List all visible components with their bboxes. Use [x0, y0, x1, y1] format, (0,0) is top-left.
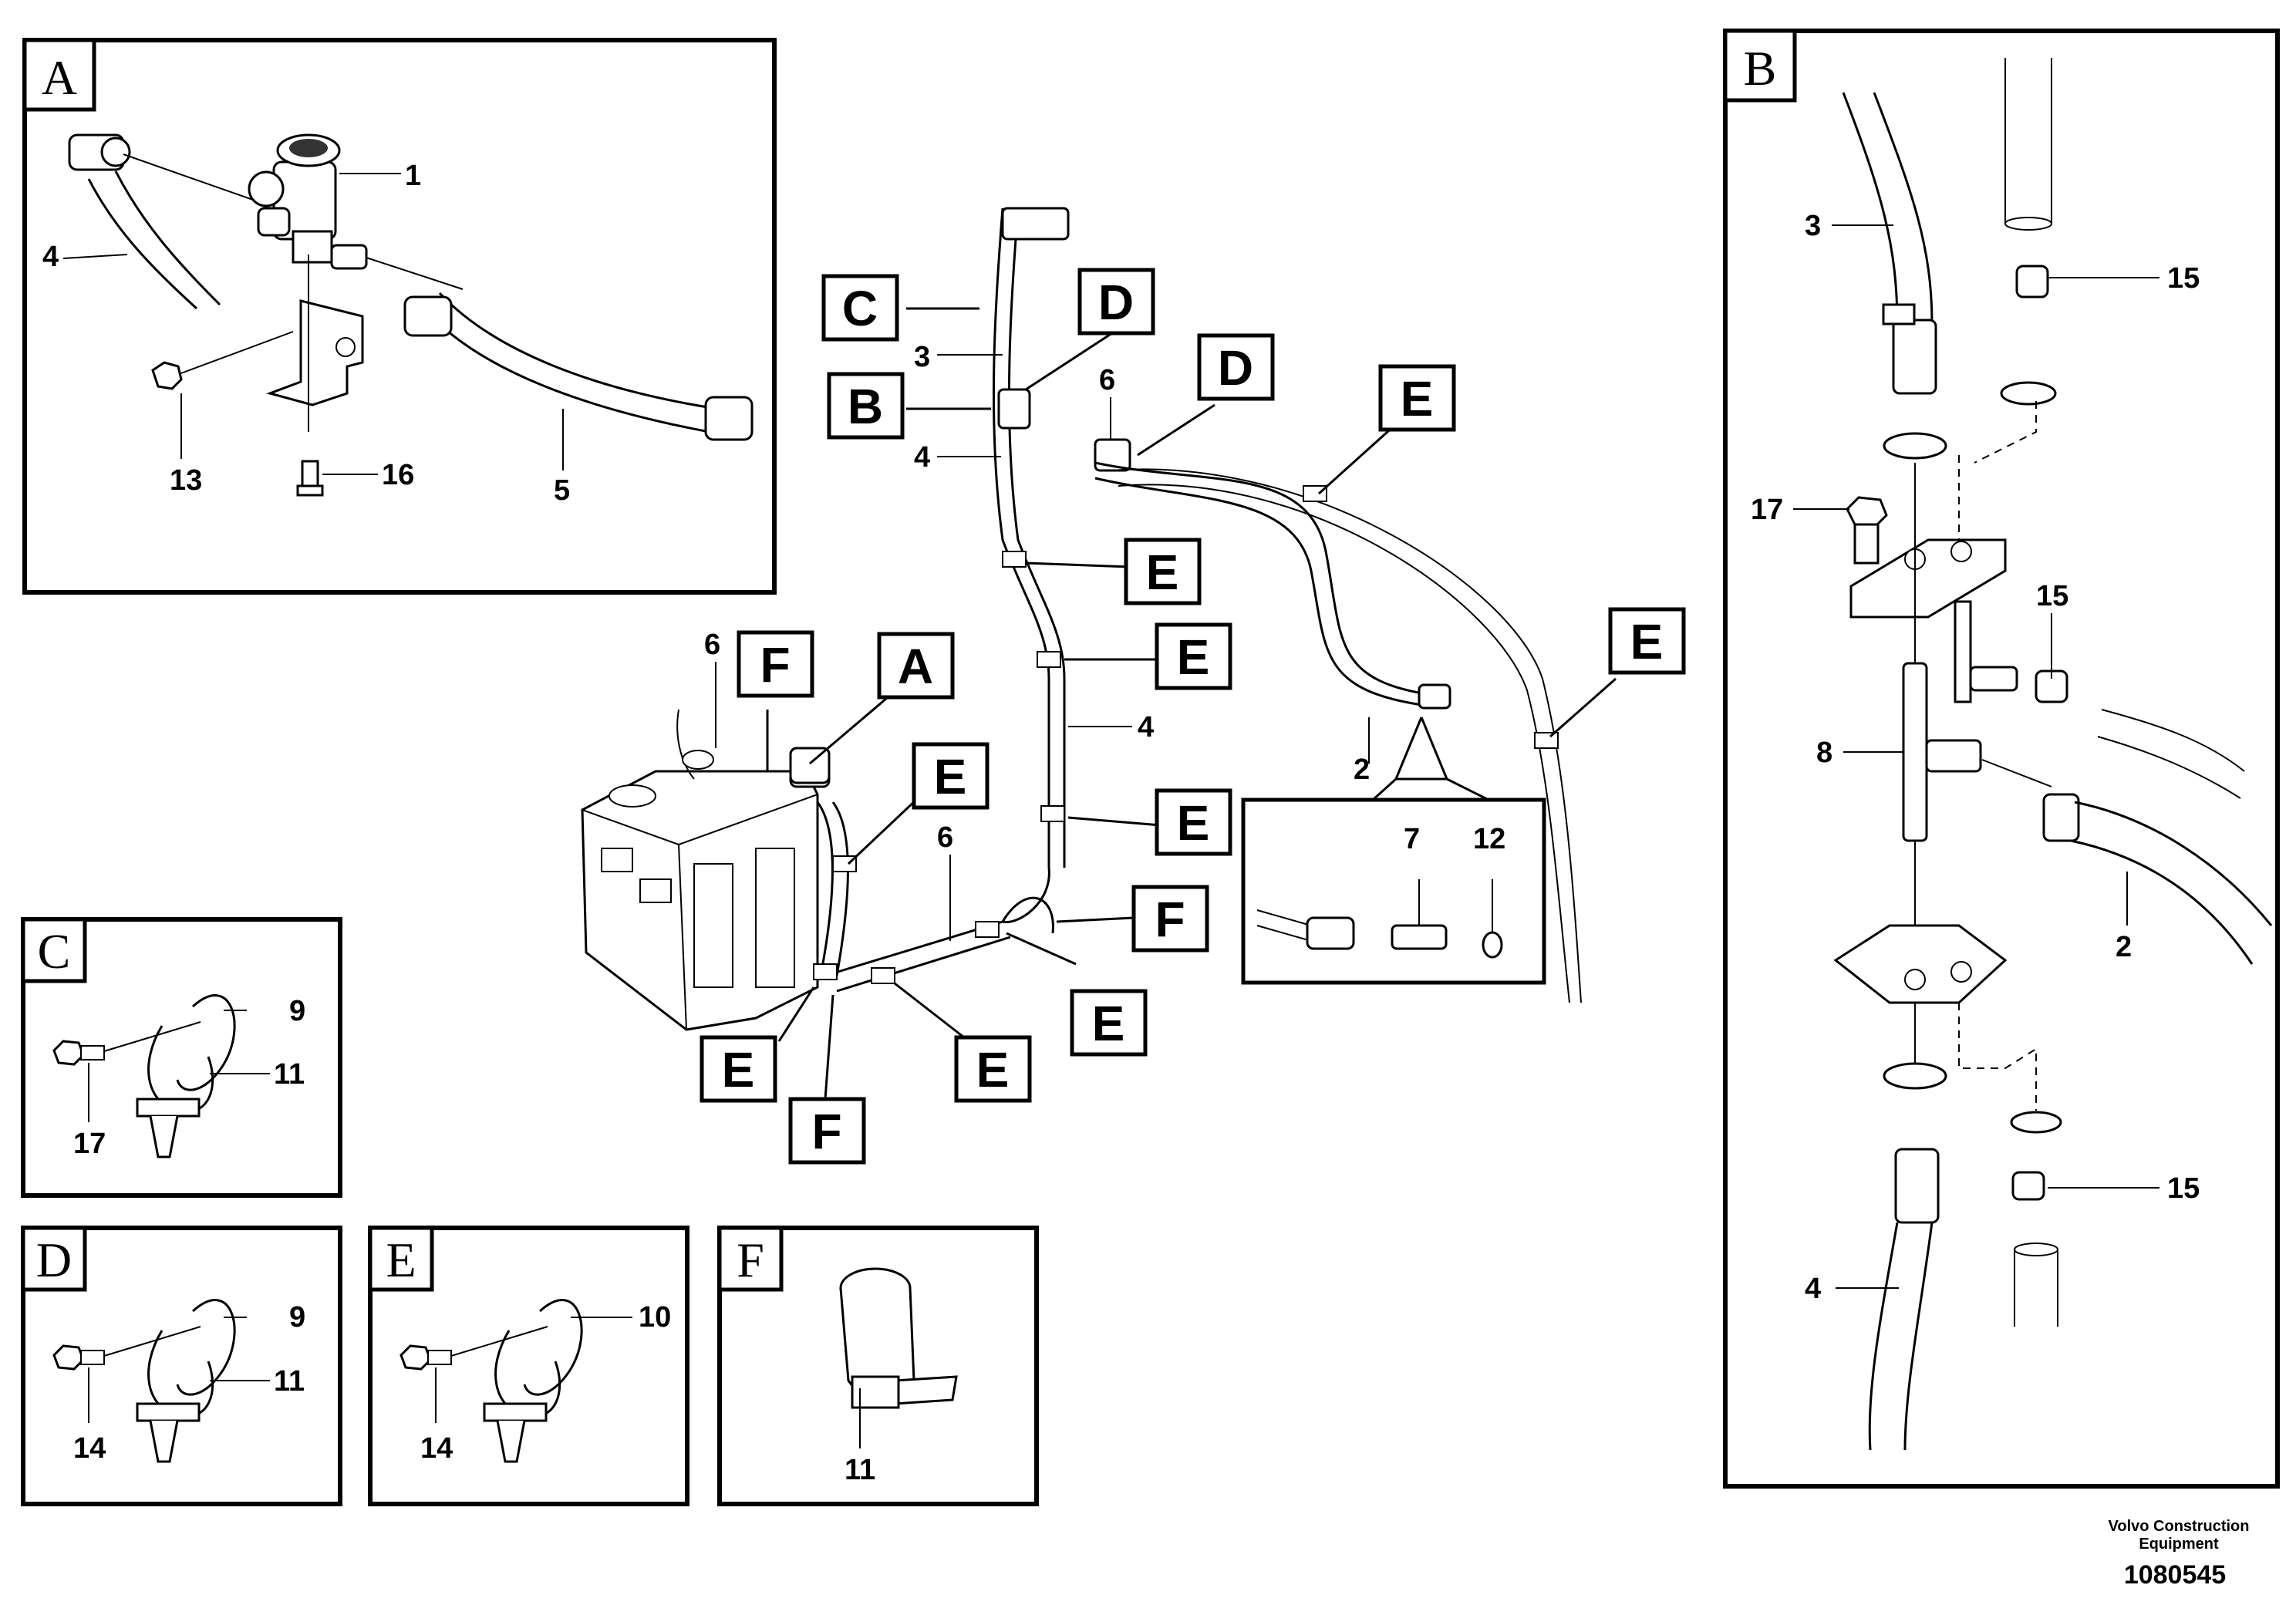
- detail-e-label: E: [386, 1233, 416, 1287]
- callout-f-2: F: [1131, 885, 1209, 953]
- callout-a-text: A: [898, 639, 933, 694]
- main-part-4-top: 4: [914, 441, 930, 474]
- callout-e-10: E: [0, 0, 33, 11]
- detail-b-panel: B: [1723, 29, 2280, 1489]
- callout-e-4-text: E: [1630, 614, 1664, 669]
- callout-d-upper: D: [1077, 268, 1155, 336]
- detail-f-part-11: 11: [845, 1454, 875, 1486]
- callout-e-8: E: [954, 1035, 1032, 1103]
- callout-e-5-text: E: [1177, 795, 1210, 851]
- callout-c-text: C: [842, 281, 878, 336]
- callout-d-upper-text: D: [1098, 275, 1134, 330]
- detail-a-panel: A 1: [22, 38, 777, 595]
- detail-b-part-17: 17: [1751, 494, 1783, 526]
- detail-d-part-11: 11: [274, 1365, 305, 1398]
- detail-d-part-9: 9: [289, 1301, 305, 1334]
- callout-b-text: B: [848, 379, 883, 434]
- footer-drawing-number: 1080545: [2124, 1560, 2226, 1590]
- detail-a-label: A: [42, 50, 77, 105]
- main-part-7: 7: [1404, 823, 1420, 855]
- callout-f-3-text: F: [811, 1104, 841, 1159]
- callout-c: C: [821, 274, 899, 342]
- callout-e-2-text: E: [1146, 545, 1179, 600]
- callout-e-1-text: E: [1401, 371, 1434, 427]
- detail-e-panel: E 10 14: [368, 1226, 689, 1506]
- callout-e-9: E: [700, 1035, 777, 1103]
- main-part-6-low: 6: [937, 821, 953, 854]
- detail-b-part-15-mid: 15: [2036, 580, 2068, 612]
- callout-d-lower-text: D: [1218, 340, 1253, 396]
- callout-f-2-text: F: [1155, 892, 1185, 947]
- main-part-6-left: 6: [704, 629, 720, 661]
- footer-company-line1: Volvo Construction: [2109, 1518, 2250, 1535]
- detail-b-part-2: 2: [2116, 931, 2132, 963]
- callout-e-3-text: E: [1177, 629, 1210, 685]
- footer: Volvo Construction Equipment 1080545: [2109, 1518, 2250, 1590]
- callout-e-6-text: E: [934, 749, 967, 804]
- detail-a-part-4: 4: [42, 241, 59, 273]
- detail-d-panel: D 9 11 14: [21, 1226, 342, 1506]
- callout-f-1: F: [737, 630, 814, 698]
- detail-b-part-15-top: 15: [2167, 262, 2200, 295]
- main-part-3: 3: [914, 341, 930, 373]
- detail-e-part-14: 14: [420, 1432, 453, 1465]
- callout-f-1-text: F: [760, 637, 790, 693]
- detail-c-label: C: [38, 924, 71, 979]
- detail-d-part-14: 14: [73, 1432, 106, 1465]
- footer-company-line2: Equipment: [2139, 1536, 2219, 1553]
- detail-b-part-3: 3: [1805, 210, 1821, 242]
- callout-d-lower: D: [1197, 333, 1275, 401]
- main-part-4-mid: 4: [1138, 711, 1154, 744]
- callout-e-7: E: [1070, 989, 1148, 1057]
- callout-e-9-text: E: [722, 1042, 755, 1098]
- detail-a-part-13: 13: [170, 464, 202, 497]
- callout-b: B: [827, 372, 905, 440]
- detail-c-part-9: 9: [289, 995, 305, 1027]
- detail-a-part-16: 16: [382, 459, 414, 491]
- callout-e-2: E: [1124, 538, 1202, 605]
- detail-f-panel: F 11: [717, 1226, 1039, 1506]
- detail-a-part-5: 5: [554, 474, 570, 507]
- detail-b-part-8: 8: [1816, 737, 1832, 769]
- detail-b-part-15-bottom: 15: [2167, 1172, 2200, 1205]
- detail-c-part-11: 11: [274, 1058, 305, 1091]
- callout-e-5: E: [1155, 788, 1232, 856]
- main-part-12: 12: [1473, 823, 1505, 855]
- detail-a-part-1: 1: [405, 160, 421, 192]
- detail-b-part-4: 4: [1805, 1273, 1821, 1305]
- callout-e-8-text: E: [976, 1042, 1010, 1098]
- callout-a: A: [877, 632, 955, 700]
- main-assembly: 3 4 6 4 6 6 2 7 12 C D B D: [0, 0, 1686, 1165]
- detail-f-label: F: [737, 1233, 764, 1287]
- callout-e-3: E: [1155, 622, 1232, 690]
- callout-f-3: F: [788, 1097, 866, 1165]
- detail-c-panel: C 9 11 17: [21, 917, 342, 1198]
- main-part-2: 2: [1354, 754, 1370, 786]
- callout-e-7-text: E: [1092, 996, 1125, 1051]
- detail-d-label: D: [36, 1233, 72, 1287]
- callout-e-4: E: [1608, 607, 1686, 675]
- main-part-6-top: 6: [1099, 364, 1115, 396]
- detail-c-part-17: 17: [73, 1128, 106, 1160]
- callout-e-6: E: [912, 742, 990, 810]
- detail-b-label: B: [1744, 41, 1777, 96]
- callout-e-1: E: [1378, 364, 1456, 432]
- detail-e-part-10: 10: [639, 1301, 671, 1334]
